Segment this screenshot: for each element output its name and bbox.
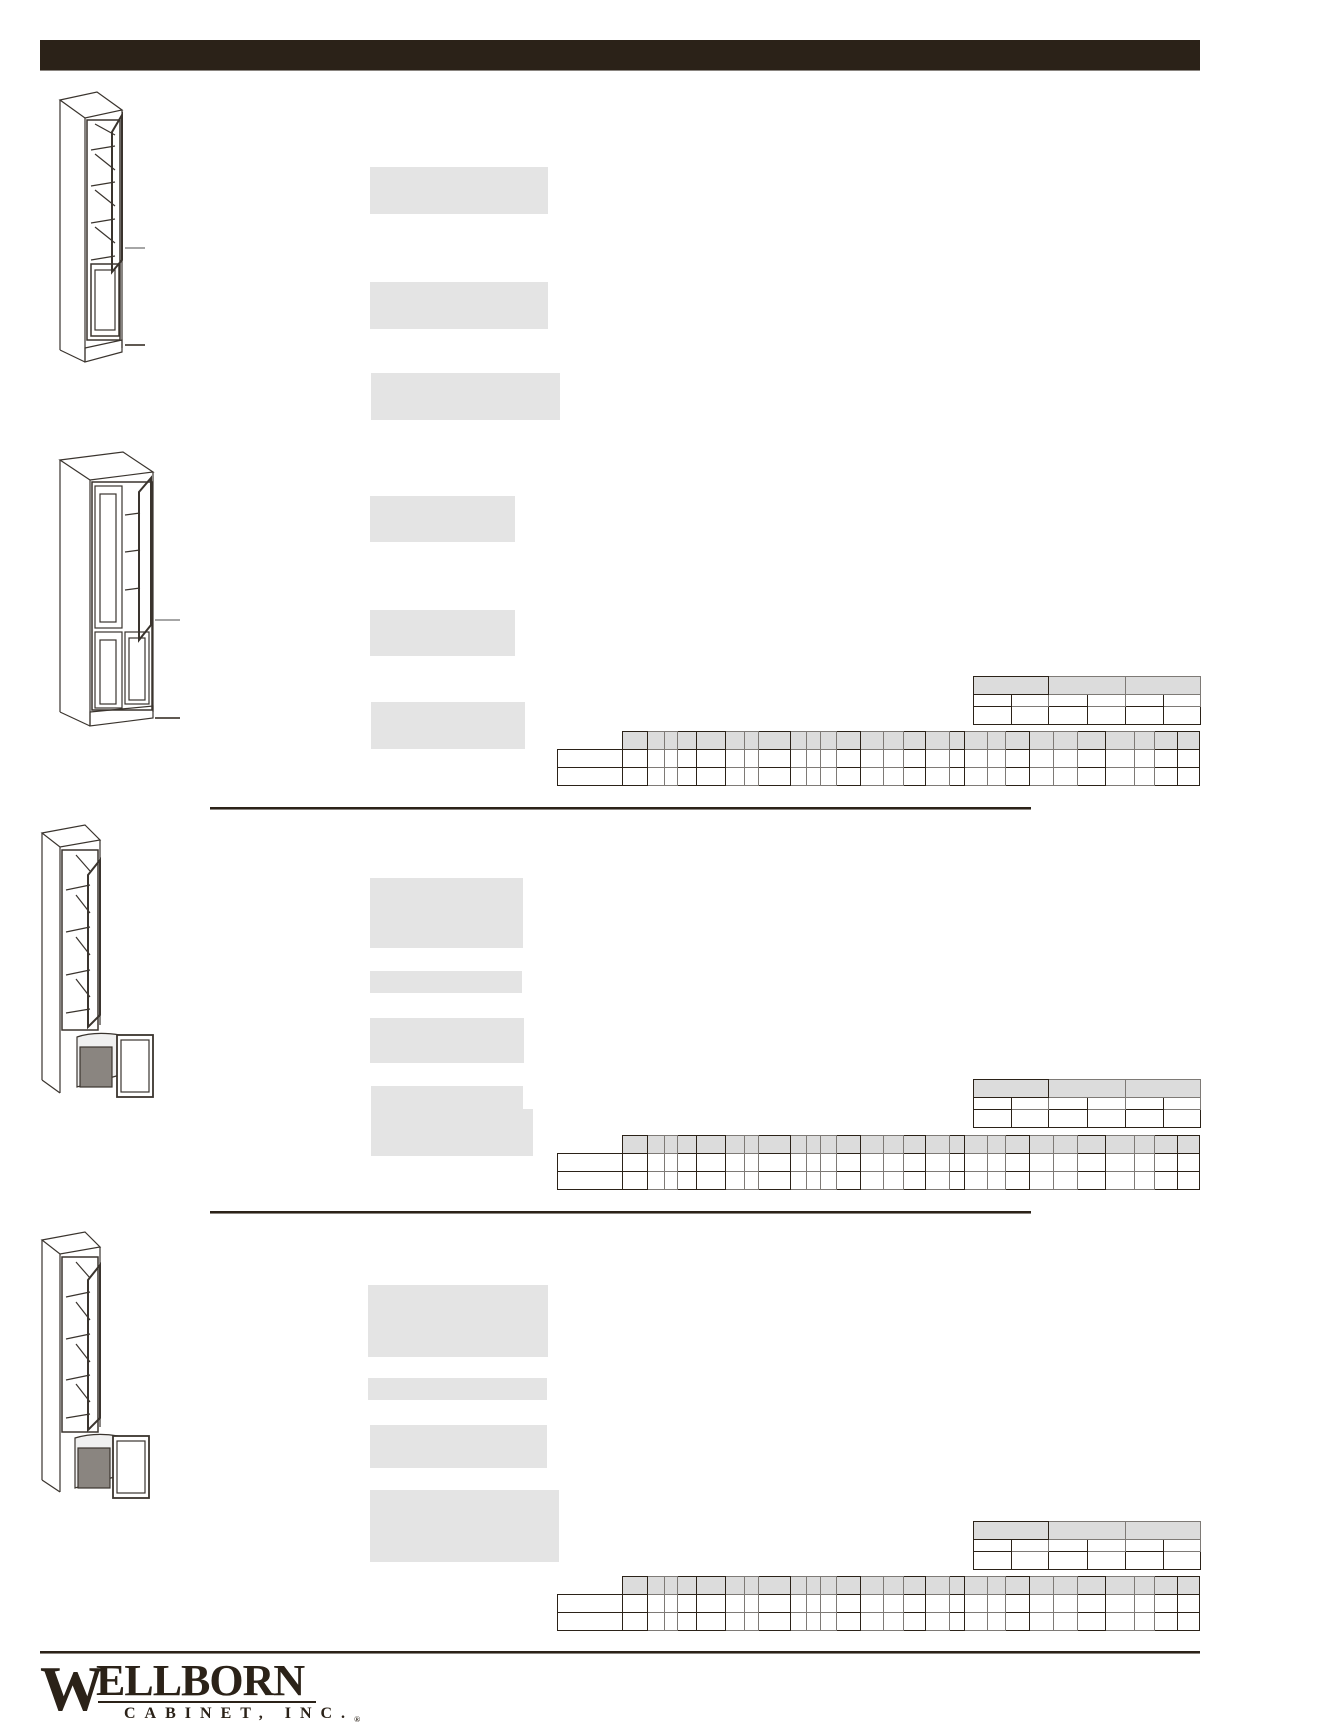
footer-divider <box>40 1651 1200 1654</box>
size-pricing-table <box>557 731 1200 786</box>
description-block <box>370 1425 547 1468</box>
description-block <box>370 167 548 214</box>
size-pricing-table <box>557 1576 1200 1631</box>
table-row <box>557 1594 1200 1613</box>
wellborn-logo: W ELLBORN CABINET, INC.® <box>40 1653 360 1725</box>
description-block <box>370 496 515 542</box>
table-row <box>557 1612 1200 1631</box>
size-pricing-table <box>557 1135 1200 1190</box>
hamper-tall-cabinet-icon <box>40 824 154 1098</box>
description-block <box>370 971 522 993</box>
description-block <box>368 1285 548 1357</box>
description-block <box>371 1086 523 1109</box>
description-block <box>370 878 523 948</box>
logo-word: ELLBORN <box>96 1656 305 1705</box>
dimension-summary-table <box>973 676 1201 725</box>
table-row <box>557 749 1200 768</box>
description-block <box>371 1109 533 1156</box>
page-header-bar <box>40 40 1200 71</box>
single-door-tall-cabinet-icon <box>58 91 145 363</box>
double-door-tall-cabinet-icon <box>58 451 180 727</box>
description-block <box>371 373 560 420</box>
description-block <box>368 1378 547 1400</box>
dimension-summary-table <box>973 1079 1201 1128</box>
table-row <box>557 1153 1200 1172</box>
description-block <box>370 1490 559 1562</box>
logo-initial: W <box>40 1653 104 1724</box>
table-row <box>557 1171 1200 1190</box>
description-block <box>370 610 515 656</box>
registered-icon: ® <box>354 1715 361 1725</box>
logo-subtitle-text: CABINET, INC. <box>124 1705 355 1722</box>
description-block <box>370 282 548 329</box>
section-divider <box>210 1211 1031 1214</box>
dimension-summary-table <box>973 1521 1201 1570</box>
logo-underline <box>98 1701 316 1703</box>
logo-subtitle: CABINET, INC.® <box>124 1705 360 1724</box>
description-block <box>371 702 525 749</box>
table-row <box>557 767 1200 786</box>
section-divider <box>210 807 1031 810</box>
hamper-tall-cabinet-icon <box>40 1231 150 1499</box>
description-block <box>370 1018 524 1063</box>
